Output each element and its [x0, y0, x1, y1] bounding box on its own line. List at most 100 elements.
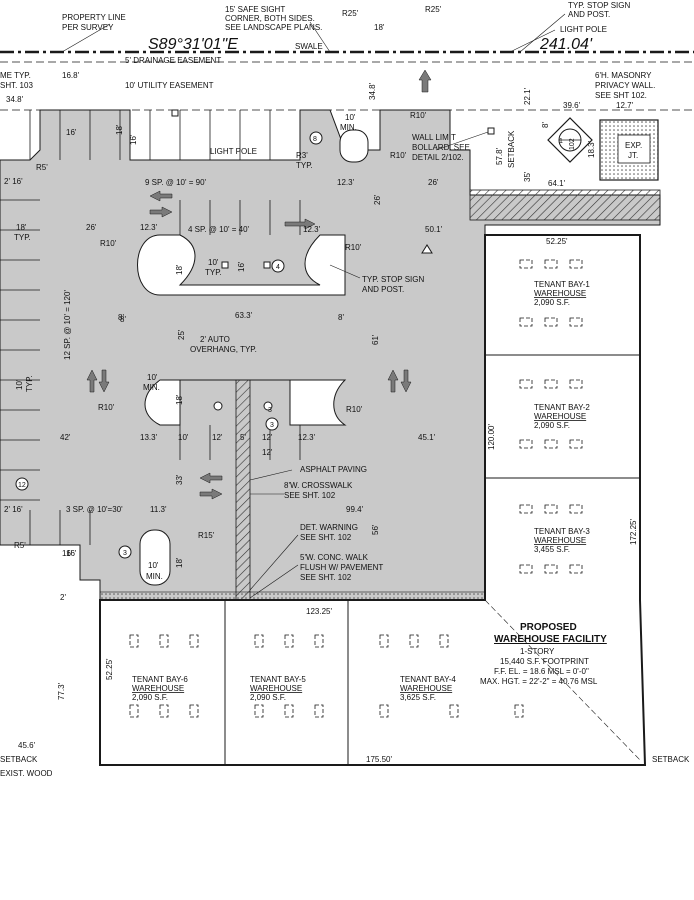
- left-label: 16': [66, 128, 77, 137]
- lot-label: 10': [345, 113, 356, 122]
- top-right-label: DETAIL 2/102.: [412, 153, 464, 162]
- north-arrow-icon: [547, 117, 593, 163]
- stop-sign-label: TYP. STOP SIGN: [568, 1, 630, 10]
- left-label: 8': [118, 313, 124, 322]
- bay-racks: [129, 259, 583, 718]
- left-label: 12: [18, 482, 26, 489]
- left-label: 2' 16': [4, 505, 23, 514]
- left-label: 42': [60, 433, 71, 442]
- lot-label: R3': [296, 151, 308, 160]
- building-dimension: 175.50': [366, 755, 392, 764]
- lot-label: 2' AUTO: [200, 335, 230, 344]
- lot-label: 26': [86, 223, 97, 232]
- building-dimension: 52.25': [546, 237, 568, 246]
- building-info: 1-STORY: [520, 647, 555, 656]
- building-info: 15,440 S.F. FOOTPRINT: [500, 657, 589, 666]
- top-right-label: PRIVACY WALL.: [595, 81, 655, 90]
- lot-label: 16': [66, 549, 77, 558]
- lot-label: 12.3': [337, 178, 355, 187]
- lot-label: 33': [175, 474, 184, 485]
- lot-label: SEE SHT. 102: [284, 491, 336, 500]
- lot-label: 3: [268, 407, 272, 414]
- top-right-label: 102: [569, 138, 576, 150]
- crosswalk: [235, 379, 251, 601]
- tenant-bay-area: 2,090 S.F.: [132, 693, 168, 702]
- lot-label: ASPHALT PAVING: [300, 465, 367, 474]
- swale-label: SWALE: [295, 42, 323, 51]
- left-label: 77.3': [57, 682, 66, 700]
- lot-label: 4 SP. @ 10' = 40': [188, 225, 250, 234]
- left-label: 45.6': [18, 741, 36, 750]
- top-right-label: R10': [410, 111, 427, 120]
- tenant-bay-area: 3,455 S.F.: [534, 545, 570, 554]
- left-label: 16.8': [62, 71, 80, 80]
- lot-label: 63.3': [235, 311, 253, 320]
- left-label: ME TYP.: [0, 71, 31, 80]
- tenant-bay-use: WAREHOUSE: [534, 536, 586, 545]
- lot-label: MIN.: [340, 123, 357, 132]
- lot-label: 61': [371, 334, 380, 345]
- lot-label: 10': [178, 433, 189, 442]
- lot-label: R10': [346, 405, 363, 414]
- lot-label: AND POST.: [362, 285, 404, 294]
- lot-label: 5'W. CONC. WALK: [300, 553, 369, 562]
- tenant-bay-area: 3,625 S.F.: [400, 693, 436, 702]
- island-bottom-left: [139, 529, 171, 586]
- top-right-label: 22.1': [523, 87, 532, 105]
- lot-label: 8'W. CROSSWALK: [284, 481, 353, 490]
- bearing-label: S89°31'01"E: [148, 36, 238, 53]
- island-left-top: [339, 129, 369, 163]
- sight-corner-label: SEE LANDSCAPE PLANS.: [225, 23, 322, 32]
- tenant-bay-area: 2,090 S.F.: [534, 298, 570, 307]
- lot-label: OVERHANG, TYP.: [190, 345, 257, 354]
- lot-labels: 18' 16' LIGHT POLE 8 R3' TYP. 10' MIN. 3…: [66, 82, 443, 582]
- lot-label: LIGHT POLE: [210, 147, 257, 156]
- top-right-label: 18.3': [587, 140, 596, 158]
- per-survey-label: PER SURVEY: [62, 23, 114, 32]
- lot-label: 34.8': [368, 82, 377, 100]
- top-right-label: 12.7': [616, 101, 634, 110]
- radius-label: R25': [342, 9, 359, 18]
- building-info: F.F. EL. = 18.6 MSL = 0'-0": [494, 667, 589, 676]
- tenant-bay-name: TENANT BAY-4: [400, 675, 456, 684]
- lot-label: 12': [262, 433, 273, 442]
- lot-label: 10': [148, 561, 159, 570]
- lot-label: R10': [345, 243, 362, 252]
- left-label: TYP.: [25, 375, 34, 392]
- landscape-island-top: [137, 234, 346, 296]
- light-pole-icon: [171, 109, 495, 269]
- left-label: SHT. 103: [0, 81, 33, 90]
- left-label: R5': [36, 163, 48, 172]
- lot-label: 11.3': [150, 505, 167, 514]
- left-label: 2': [60, 593, 66, 602]
- lot-label: 9 SP. @ 10' = 90': [145, 178, 207, 187]
- left-label: 2' 16': [4, 177, 23, 186]
- tenant-bay-area: 2,090 S.F.: [250, 693, 286, 702]
- tenant-bay-use: WAREHOUSE: [400, 684, 452, 693]
- lot-label: 50.1': [425, 225, 443, 234]
- top-right-label: 6'H. MASONRY: [595, 71, 652, 80]
- drainage-easement-label: 5' DRAINAGE EASEMENT: [125, 56, 221, 65]
- top-right-label: 8': [541, 122, 550, 128]
- tenant-bay-name: TENANT BAY-1: [534, 280, 590, 289]
- left-label: EXIST. WOOD: [0, 769, 53, 778]
- lot-label: TYP.: [296, 161, 313, 170]
- lot-label: SEE SHT. 102: [300, 573, 352, 582]
- lot-label: TYP. STOP SIGN: [362, 275, 424, 284]
- lot-label: R10': [390, 151, 407, 160]
- building-dimension: 52.25': [105, 658, 114, 680]
- lot-label: 26': [428, 178, 439, 187]
- top-right-label: BOLLARD. SEE: [412, 143, 470, 152]
- top-right-label: SETBACK: [507, 130, 516, 168]
- left-label: 12 SP. @ 10' = 120': [63, 290, 72, 360]
- top-right-label: 1: [559, 138, 563, 145]
- top-right-label: 39.6': [563, 101, 581, 110]
- building-dimension: 172.25': [629, 519, 638, 545]
- distance-label: 241.04': [539, 36, 593, 53]
- building-title: PROPOSED: [520, 622, 577, 633]
- left-label: TYP.: [14, 233, 31, 242]
- lot-label: 10': [208, 258, 219, 267]
- top-right-label: WALL LIMIT: [412, 133, 456, 142]
- tenant-bay-name: TENANT BAY-6: [132, 675, 188, 684]
